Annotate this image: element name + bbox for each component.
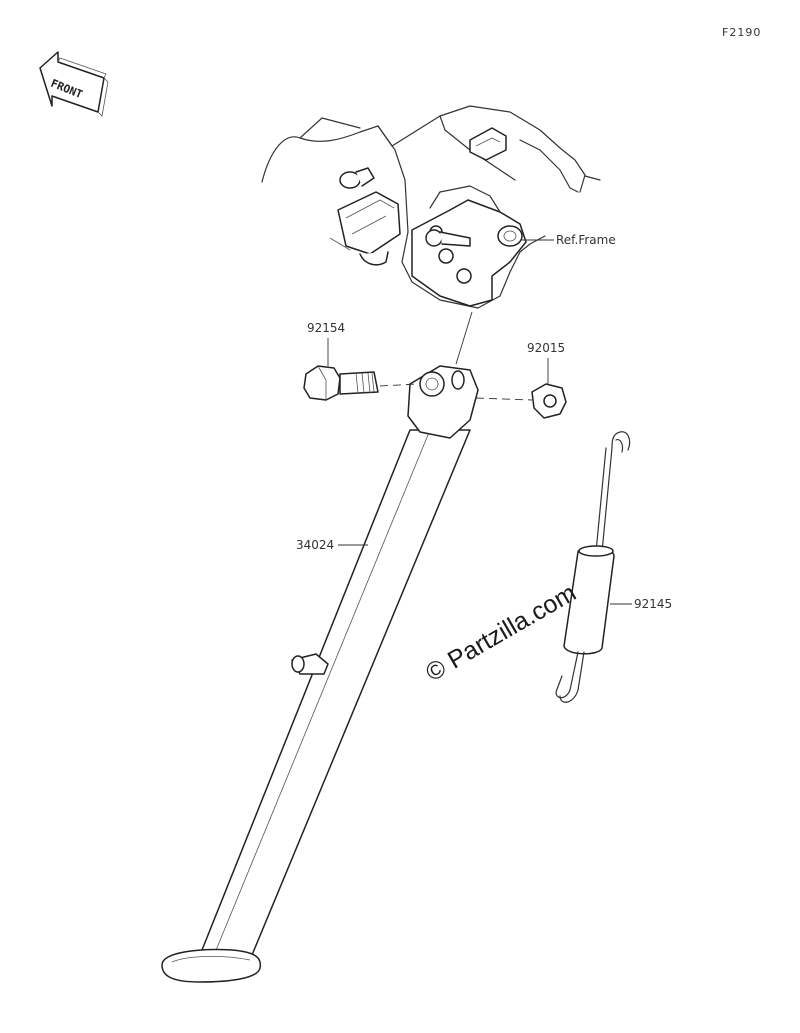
- part-label-92015: 92015: [527, 341, 565, 355]
- side-stand: [161, 365, 479, 983]
- part-label-92154: 92154: [307, 321, 345, 335]
- part-label-92145: 92145: [634, 597, 672, 611]
- frame-reference: [261, 105, 601, 309]
- assembly-line-bolt: [379, 383, 419, 387]
- part-label-34024: 34024: [296, 538, 334, 552]
- watermark: © Partzilla.com: [421, 579, 581, 687]
- ref-frame-label: Ref.Frame: [556, 233, 616, 247]
- front-arrow-icon: FRONT: [39, 51, 109, 117]
- assembly-guide-line: [455, 311, 473, 365]
- figure-code: F2190: [722, 26, 761, 39]
- spring-92145: [555, 431, 631, 703]
- bolt-92154: [303, 365, 379, 401]
- nut-92015: [531, 383, 567, 419]
- assembly-line-nut: [475, 397, 533, 401]
